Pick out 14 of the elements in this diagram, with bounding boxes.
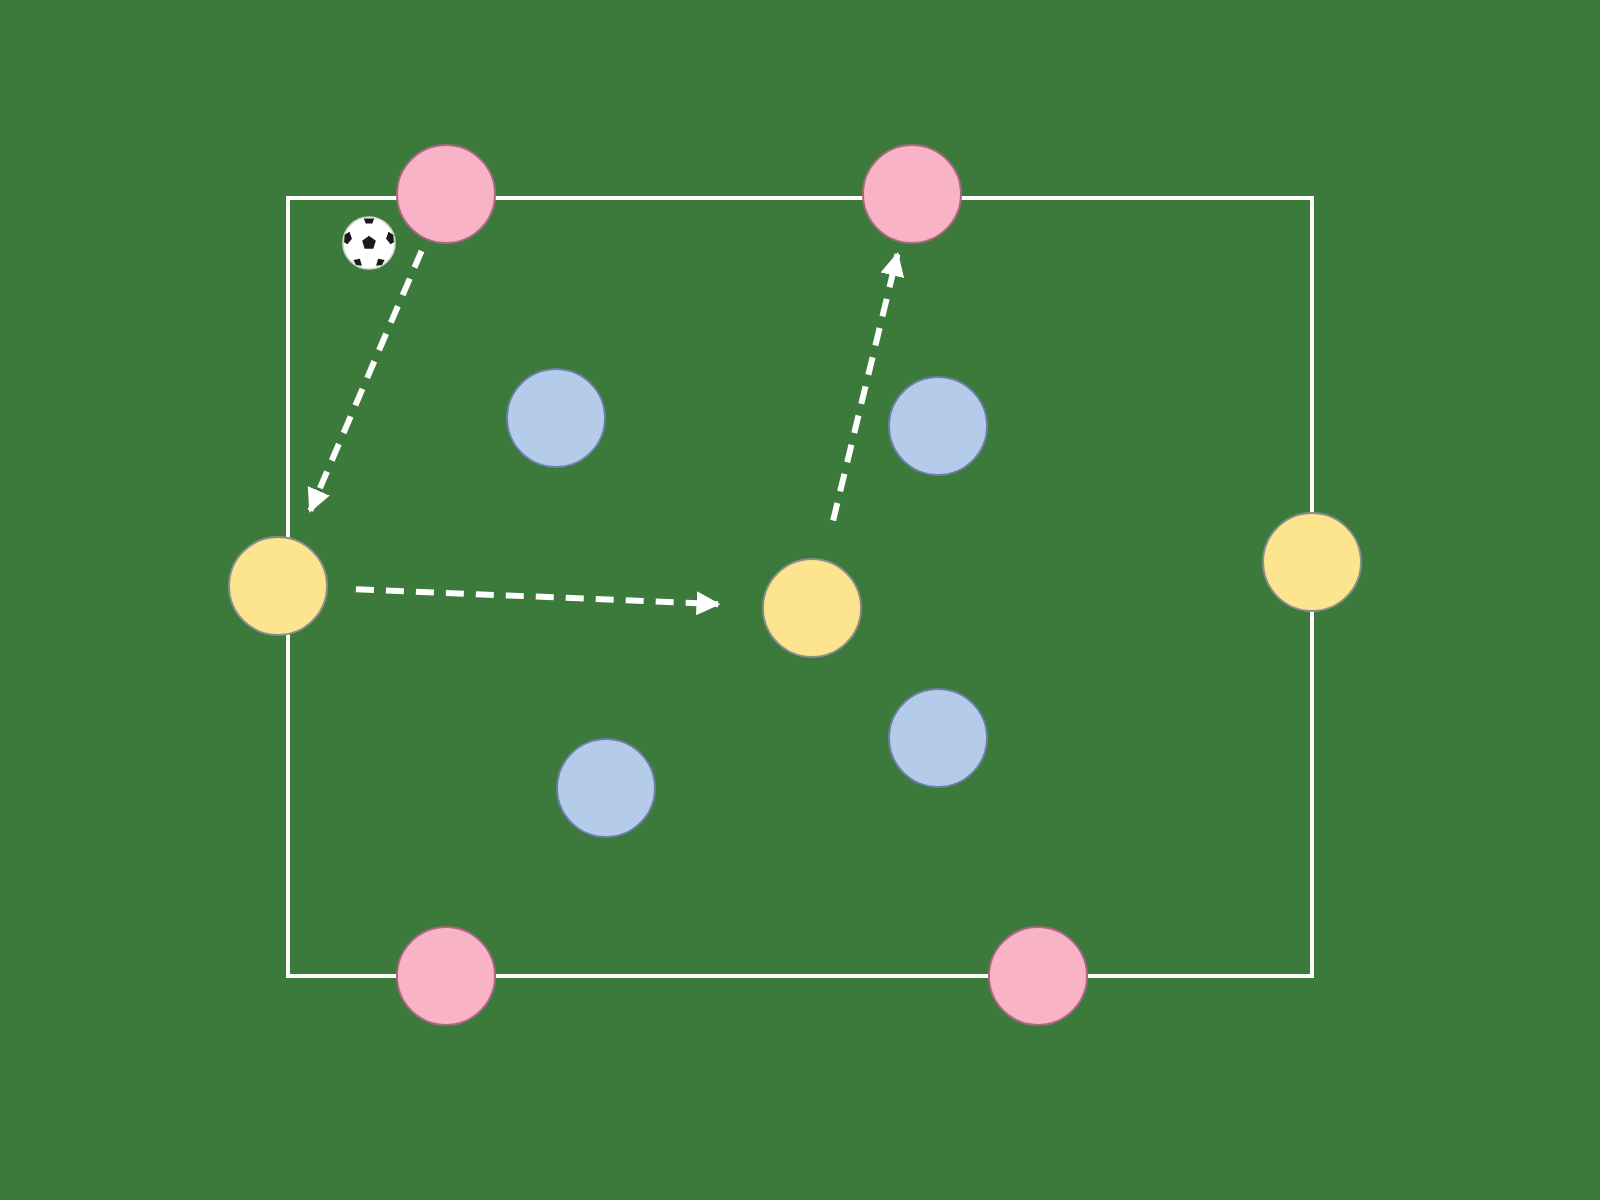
player-marker xyxy=(762,558,862,658)
pass-arrow xyxy=(307,249,425,513)
pass-arrow xyxy=(830,251,905,522)
player-marker xyxy=(228,536,328,636)
player-marker xyxy=(506,368,606,468)
player-marker xyxy=(888,376,988,476)
player-marker xyxy=(988,926,1088,1026)
player-marker xyxy=(396,926,496,1026)
player-marker xyxy=(862,144,962,244)
pass-arrow xyxy=(355,586,721,616)
player-marker xyxy=(1262,512,1362,612)
player-marker xyxy=(556,738,656,838)
player-marker xyxy=(396,144,496,244)
player-marker xyxy=(888,688,988,788)
